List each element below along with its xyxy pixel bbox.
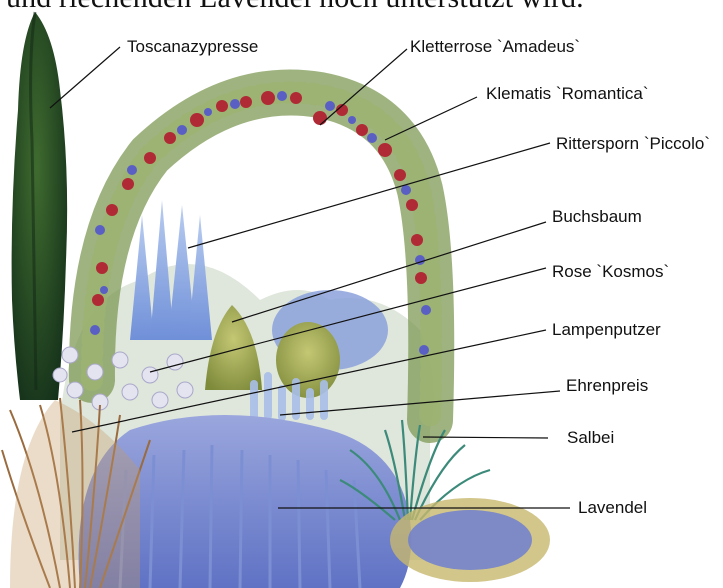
label-klematis: Klematis `Romantica`	[486, 84, 649, 104]
leader-line-toscanazypresse	[50, 47, 120, 108]
cypress-tree	[12, 12, 68, 400]
label-ehrenpreis: Ehrenpreis	[566, 376, 648, 396]
label-rose: Rose `Kosmos`	[552, 262, 669, 282]
label-lampenputzer: Lampenputzer	[552, 320, 661, 340]
label-buchsbaum: Buchsbaum	[552, 207, 642, 227]
label-toscanazypresse: Toscanazypresse	[127, 37, 258, 57]
leader-line-rittersporn	[188, 143, 550, 248]
leader-line-buchsbaum	[232, 222, 546, 322]
label-lavendel: Lavendel	[578, 498, 647, 518]
front-flower-cushion	[390, 498, 550, 582]
label-salbei: Salbei	[567, 428, 614, 448]
label-rittersporn: Rittersporn `Piccolo`	[556, 134, 710, 154]
label-kletterrose: Kletterrose `Amadeus`	[410, 37, 580, 57]
